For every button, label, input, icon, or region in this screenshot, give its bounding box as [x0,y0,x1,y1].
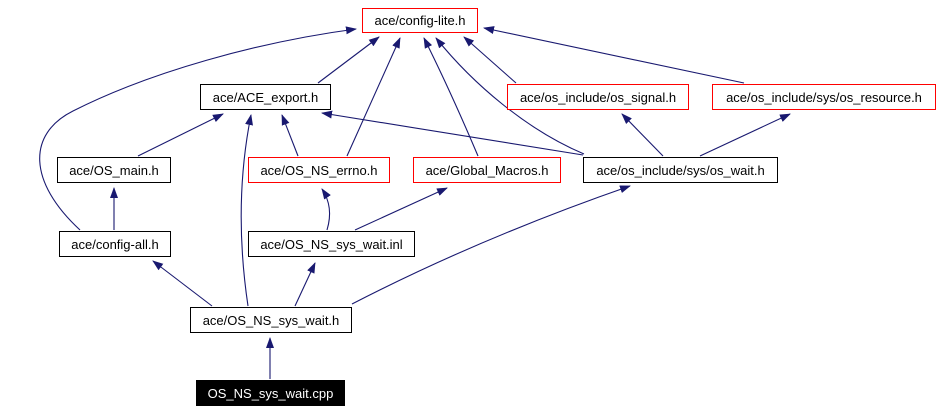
graph-node-os-signal[interactable]: ace/os_include/os_signal.h [507,84,689,110]
edge-os-ns-errno-to-ace-export [281,114,299,157]
graph-node-config-lite[interactable]: ace/config-lite.h [362,8,478,33]
edge-os-main-to-ace-export [137,113,224,157]
edge-os-wait-to-os-signal [621,113,664,157]
edge-os-ns-errno-to-config-lite [346,37,401,157]
edge-sys-wait-h-to-sys-wait-inl [294,262,316,307]
edge-os-wait-to-config-lite [435,37,585,155]
edge-ace-export-to-config-lite [317,36,380,84]
graph-node-global-macros[interactable]: ace/Global_Macros.h [413,157,561,183]
graph-node-label: ace/os_include/sys/os_resource.h [726,89,922,105]
edge-sys-wait-h-to-ace-export [240,114,253,307]
edge-sys-wait-inl-to-os-ns-errno [321,188,331,231]
edge-sys-wait-h-to-os-wait [351,185,631,305]
graph-node-sys-wait-cpp[interactable]: OS_NS_sys_wait.cpp [196,380,345,406]
graph-node-label: ace/OS_NS_errno.h [260,162,378,178]
graph-node-os-main[interactable]: ace/OS_main.h [57,157,171,183]
graph-node-label: ace/OS_main.h [69,162,159,178]
graph-node-ace-export[interactable]: ace/ACE_export.h [200,84,331,110]
graph-node-label: ace/OS_NS_sys_wait.h [202,312,340,328]
graph-node-os-resource[interactable]: ace/os_include/sys/os_resource.h [712,84,936,110]
graph-node-sys-wait-inl[interactable]: ace/OS_NS_sys_wait.inl [248,231,415,257]
graph-node-label: ace/OS_NS_sys_wait.inl [260,236,403,252]
graph-node-label: OS_NS_sys_wait.cpp [207,385,334,401]
graph-node-label: ace/os_include/sys/os_wait.h [596,162,765,178]
graph-node-os-ns-errno[interactable]: ace/OS_NS_errno.h [248,157,390,183]
edge-os-wait-to-ace-export [321,110,584,156]
graph-node-label: ace/os_include/os_signal.h [519,89,677,105]
edge-os-resource-to-config-lite [483,26,745,84]
edge-os-signal-to-config-lite [463,36,517,84]
graph-node-config-all[interactable]: ace/config-all.h [59,231,171,257]
edge-os-wait-to-os-resource [699,113,791,157]
graph-node-label: ace/config-lite.h [374,13,466,28]
graph-node-label: ace/ACE_export.h [212,89,319,105]
edge-sys-wait-h-to-config-all [152,260,213,307]
edge-config-all-to-config-lite [39,26,357,231]
graph-node-sys-wait-h[interactable]: ace/OS_NS_sys_wait.h [190,307,352,333]
edge-sys-wait-inl-to-global-macros [354,187,448,231]
graph-node-os-wait[interactable]: ace/os_include/sys/os_wait.h [583,157,778,183]
edge-global-macros-to-config-lite [423,37,479,157]
graph-node-label: ace/Global_Macros.h [425,162,549,178]
graph-node-label: ace/config-all.h [71,236,159,252]
